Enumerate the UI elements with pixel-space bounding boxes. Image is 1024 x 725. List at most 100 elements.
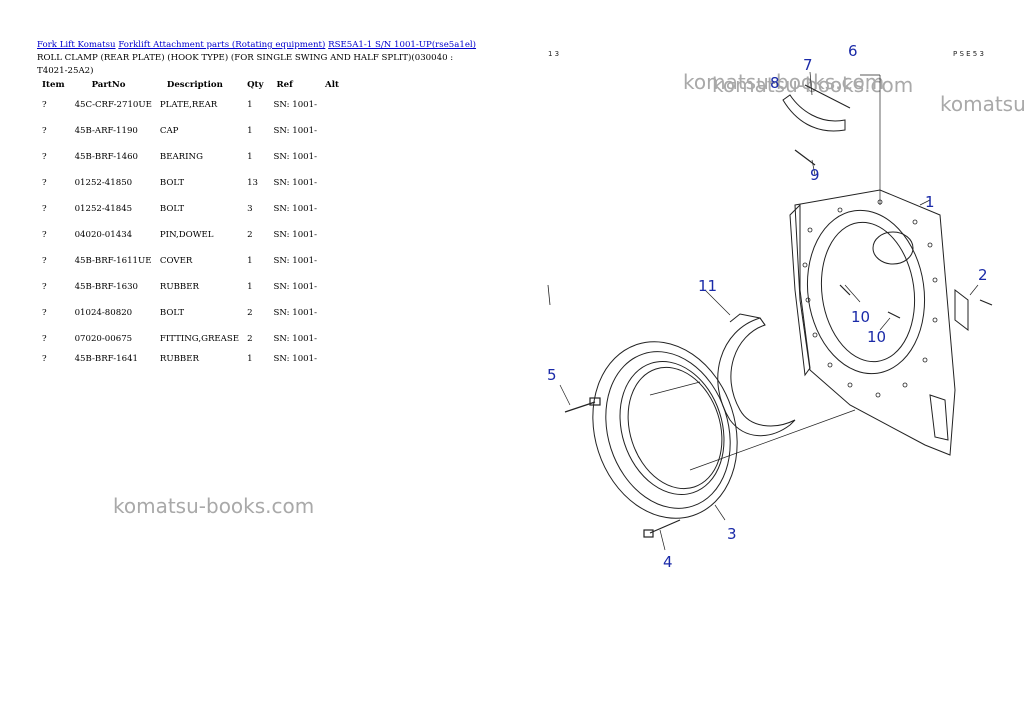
table-cell-alt [320,352,344,366]
table-cell-description: CAP [159,126,179,136]
table-cell-qty: 1 [247,256,253,266]
table-cell-item: ? [42,100,47,110]
table-cell-alt [320,144,344,170]
table-cell-item: ? [42,152,47,162]
table-cell-qty: 2 [247,308,253,318]
header-description: Description [166,80,223,90]
table-cell-description: BOLT [159,308,185,318]
callout-number: 1 [925,193,935,211]
callout-number: 10 [867,328,886,346]
table-cell-ref: SN: 1001- [273,230,318,240]
table-cell-alt [320,326,344,352]
table-cell-ref: SN: 1001- [273,282,318,292]
table-cell-qty: 1 [247,152,253,162]
table-cell-qty: 1 [247,100,253,110]
cover-strip [717,317,796,437]
table-cell-item: ? [42,334,47,344]
header-partno: PartNo [91,80,126,90]
table-cell-alt [320,170,344,196]
table-cell-ref: SN: 1001- [273,256,318,266]
watermark: komatsu-books.com [683,70,885,94]
table-cell-description: PIN,DOWEL [159,230,214,240]
table-cell-partno: 04020-01434 [74,230,133,240]
table-cell-alt [320,274,344,300]
table-cell-partno: 45B-ARF-1190 [74,126,138,136]
table-cell-item: ? [42,230,47,240]
table-cell-ref: SN: 1001- [273,152,318,162]
callout-number: 4 [663,553,673,571]
table-cell-description: FITTING,GREASE [159,334,240,344]
table-cell-partno: 45B-BRF-1611UE [74,256,152,266]
plate-bolt-holes [802,199,938,398]
watermark: komatsu [940,92,1024,116]
table-cell-partno: 45C-CRF-2710UE [74,100,152,110]
table-cell-ref: SN: 1001- [273,100,318,110]
table-cell-item: ? [42,354,47,364]
rear-plate [794,189,956,456]
table-cell-alt [320,196,344,222]
callout-number: 11 [698,277,717,295]
callout-number: 2 [978,266,988,284]
header-item: Item [42,80,65,90]
table-cell-item: ? [42,204,47,214]
bearing-ring [592,341,738,519]
table-cell-item: ? [42,282,47,292]
table-cell-partno: 45B-BRF-1460 [74,152,139,162]
table-cell-item: ? [42,126,47,136]
table-cell-partno: 45B-BRF-1630 [74,282,139,292]
table-cell-description: COVER [159,256,193,266]
table-cell-qty: 1 [247,126,253,136]
table-row: ? 01024-80820 BOLT 2 SN: 1001- [37,300,344,326]
table-cell-partno: 01024-80820 [74,308,133,318]
table-cell-item: ? [42,178,47,188]
callout-number: 9 [810,166,820,184]
table-header-row: Item PartNo Description Qty Ref Alt [37,78,344,92]
callout-number: 10 [851,308,870,326]
table-cell-partno: 45B-BRF-1641 [74,354,139,364]
table-cell-description: RUBBER [159,354,199,364]
header-ref: Ref [276,80,293,90]
cap-part [782,94,846,132]
table-cell-qty: 1 [247,354,253,364]
table-row: ? 45B-BRF-1630 RUBBER 1 SN: 1001- [37,274,344,300]
table-cell-item: ? [42,256,47,266]
watermark: komatsu-books.com [113,494,315,518]
breadcrumb: Fork Lift Komatsu Forklift Attachment pa… [37,40,476,50]
table-cell-qty: 13 [247,178,258,188]
page-title: ROLL CLAMP (REAR PLATE) (HOOK TYPE) (FOR… [37,53,454,76]
table-cell-qty: 2 [247,334,253,344]
table-cell-description: BOLT [159,178,185,188]
table-cell-item: ? [42,308,47,318]
table-row: ? 45B-BRF-1611UE COVER 1 SN: 1001- [37,248,344,274]
table-cell-partno: 07020-00675 [74,334,133,344]
callout-number: 6 [848,42,858,60]
table-cell-ref: SN: 1001- [273,126,318,136]
table-cell-qty: 2 [247,230,253,240]
table-cell-alt [320,300,344,326]
table-cell-ref: SN: 1001- [273,308,318,318]
callout-number: 5 [547,366,557,384]
breadcrumb-link-model[interactable]: RSE5A1-1 S/N 1001-UP(rse5a1el) [328,40,477,50]
breadcrumb-link-category[interactable]: Forklift Attachment parts (Rotating equi… [118,40,326,50]
table-cell-description: RUBBER [159,282,199,292]
table-row: ? 45B-BRF-1641 RUBBER 1 SN: 1001- [37,352,344,366]
table-cell-alt [320,92,344,118]
breadcrumb-link-manufacturer[interactable]: Fork Lift Komatsu [37,40,116,50]
table-cell-alt [320,248,344,274]
header-alt: Alt [325,80,339,90]
table-cell-qty: 1 [247,282,253,292]
table-cell-alt [320,118,344,144]
header-qty: Qty [247,80,264,90]
parts-table: Item PartNo Description Qty Ref Alt ? 45C… [37,78,344,366]
diagram-corner-right: P S E 5 3 [953,50,984,58]
bolts [564,149,993,538]
diagram-corner-left: 1 3 [548,50,559,58]
table-cell-description: BOLT [159,204,185,214]
table-cell-ref: SN: 1001- [273,354,318,364]
